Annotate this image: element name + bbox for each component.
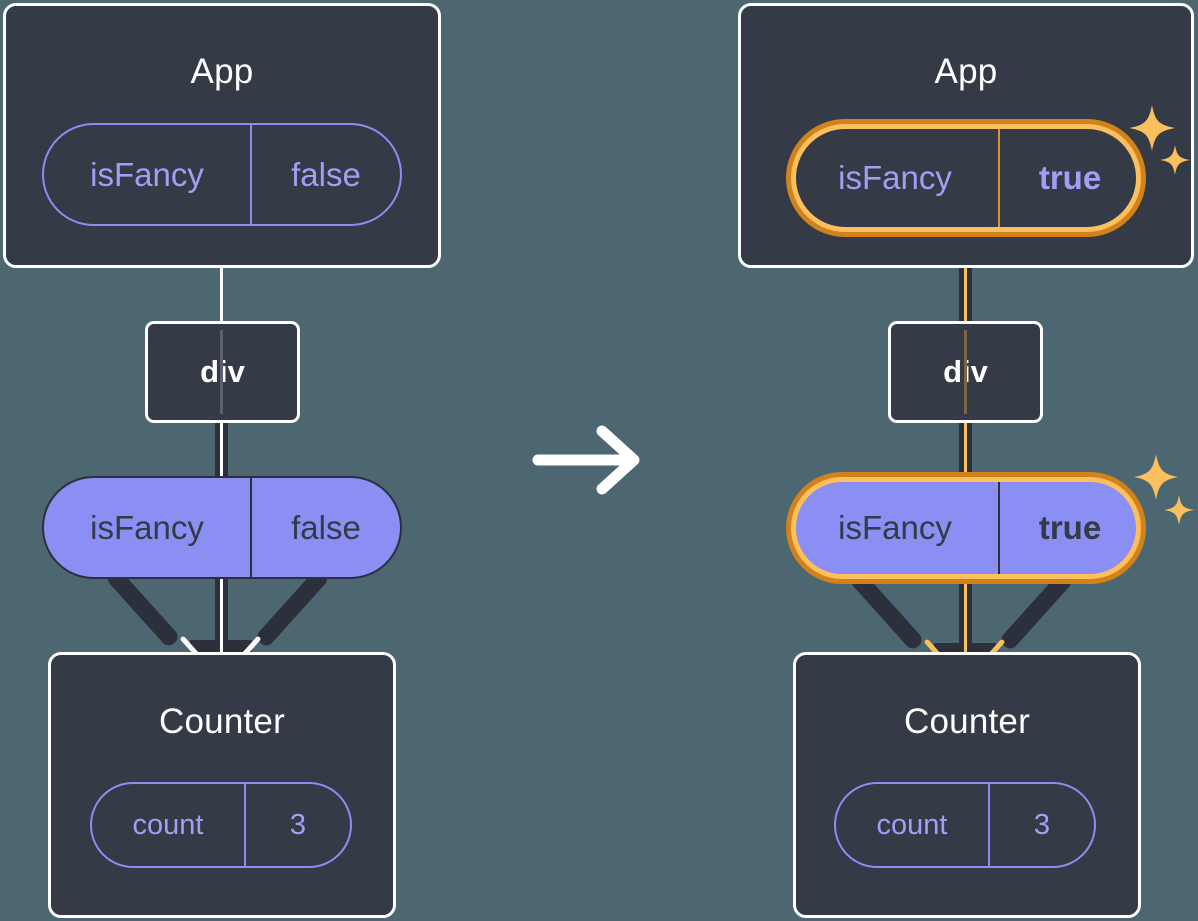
- app-state-name: isFancy: [90, 155, 204, 193]
- counter-title: Counter: [159, 702, 285, 741]
- arrow-right-icon: [532, 425, 640, 495]
- app-state-pill: isFancy false: [42, 123, 402, 226]
- after-app-state-value: true: [998, 125, 1140, 231]
- after-connector-through-div: [964, 330, 967, 414]
- prop-value: false: [250, 478, 400, 577]
- after-prop-value: true: [998, 478, 1140, 578]
- counter-state-value: 3: [244, 784, 350, 866]
- after-counter-title: Counter: [904, 702, 1030, 741]
- after-prop-name: isFancy: [838, 509, 952, 546]
- app-title: App: [190, 52, 254, 91]
- after-prop-pill: isFancy true: [786, 472, 1146, 584]
- after-counter-state-pill: count 3: [834, 782, 1096, 868]
- after-connector-prop-to-counter-inner: [964, 578, 967, 658]
- prop-name: isFancy: [90, 508, 204, 546]
- after-connector-app-to-div-inner: [964, 232, 967, 330]
- app-state-value: false: [250, 125, 400, 224]
- after-counter-state-value: 3: [988, 784, 1094, 866]
- counter-state-name: count: [132, 808, 204, 841]
- after-app-sparkles: [1128, 100, 1198, 200]
- connector-app-to-div: [220, 262, 223, 324]
- sparkle-icon: [1134, 454, 1194, 525]
- after-counter-state-name: count: [876, 808, 948, 841]
- prop-pill: isFancy false: [42, 476, 402, 579]
- after-prop-sparkles: [1133, 450, 1198, 546]
- counter-state-pill: count 3: [90, 782, 352, 868]
- after-connector-div-to-prop-inner: [964, 420, 967, 486]
- after-app-title: App: [934, 52, 998, 91]
- sparkle-icon: [1129, 105, 1190, 175]
- transition-arrow: [530, 420, 650, 500]
- after-app-state-name: isFancy: [838, 159, 952, 196]
- connector-prop-to-counter-inner: [220, 575, 223, 655]
- connector-through-div: [220, 330, 223, 414]
- after-app-state-pill: isFancy true: [786, 119, 1146, 237]
- connector-div-to-prop-inner: [220, 420, 223, 482]
